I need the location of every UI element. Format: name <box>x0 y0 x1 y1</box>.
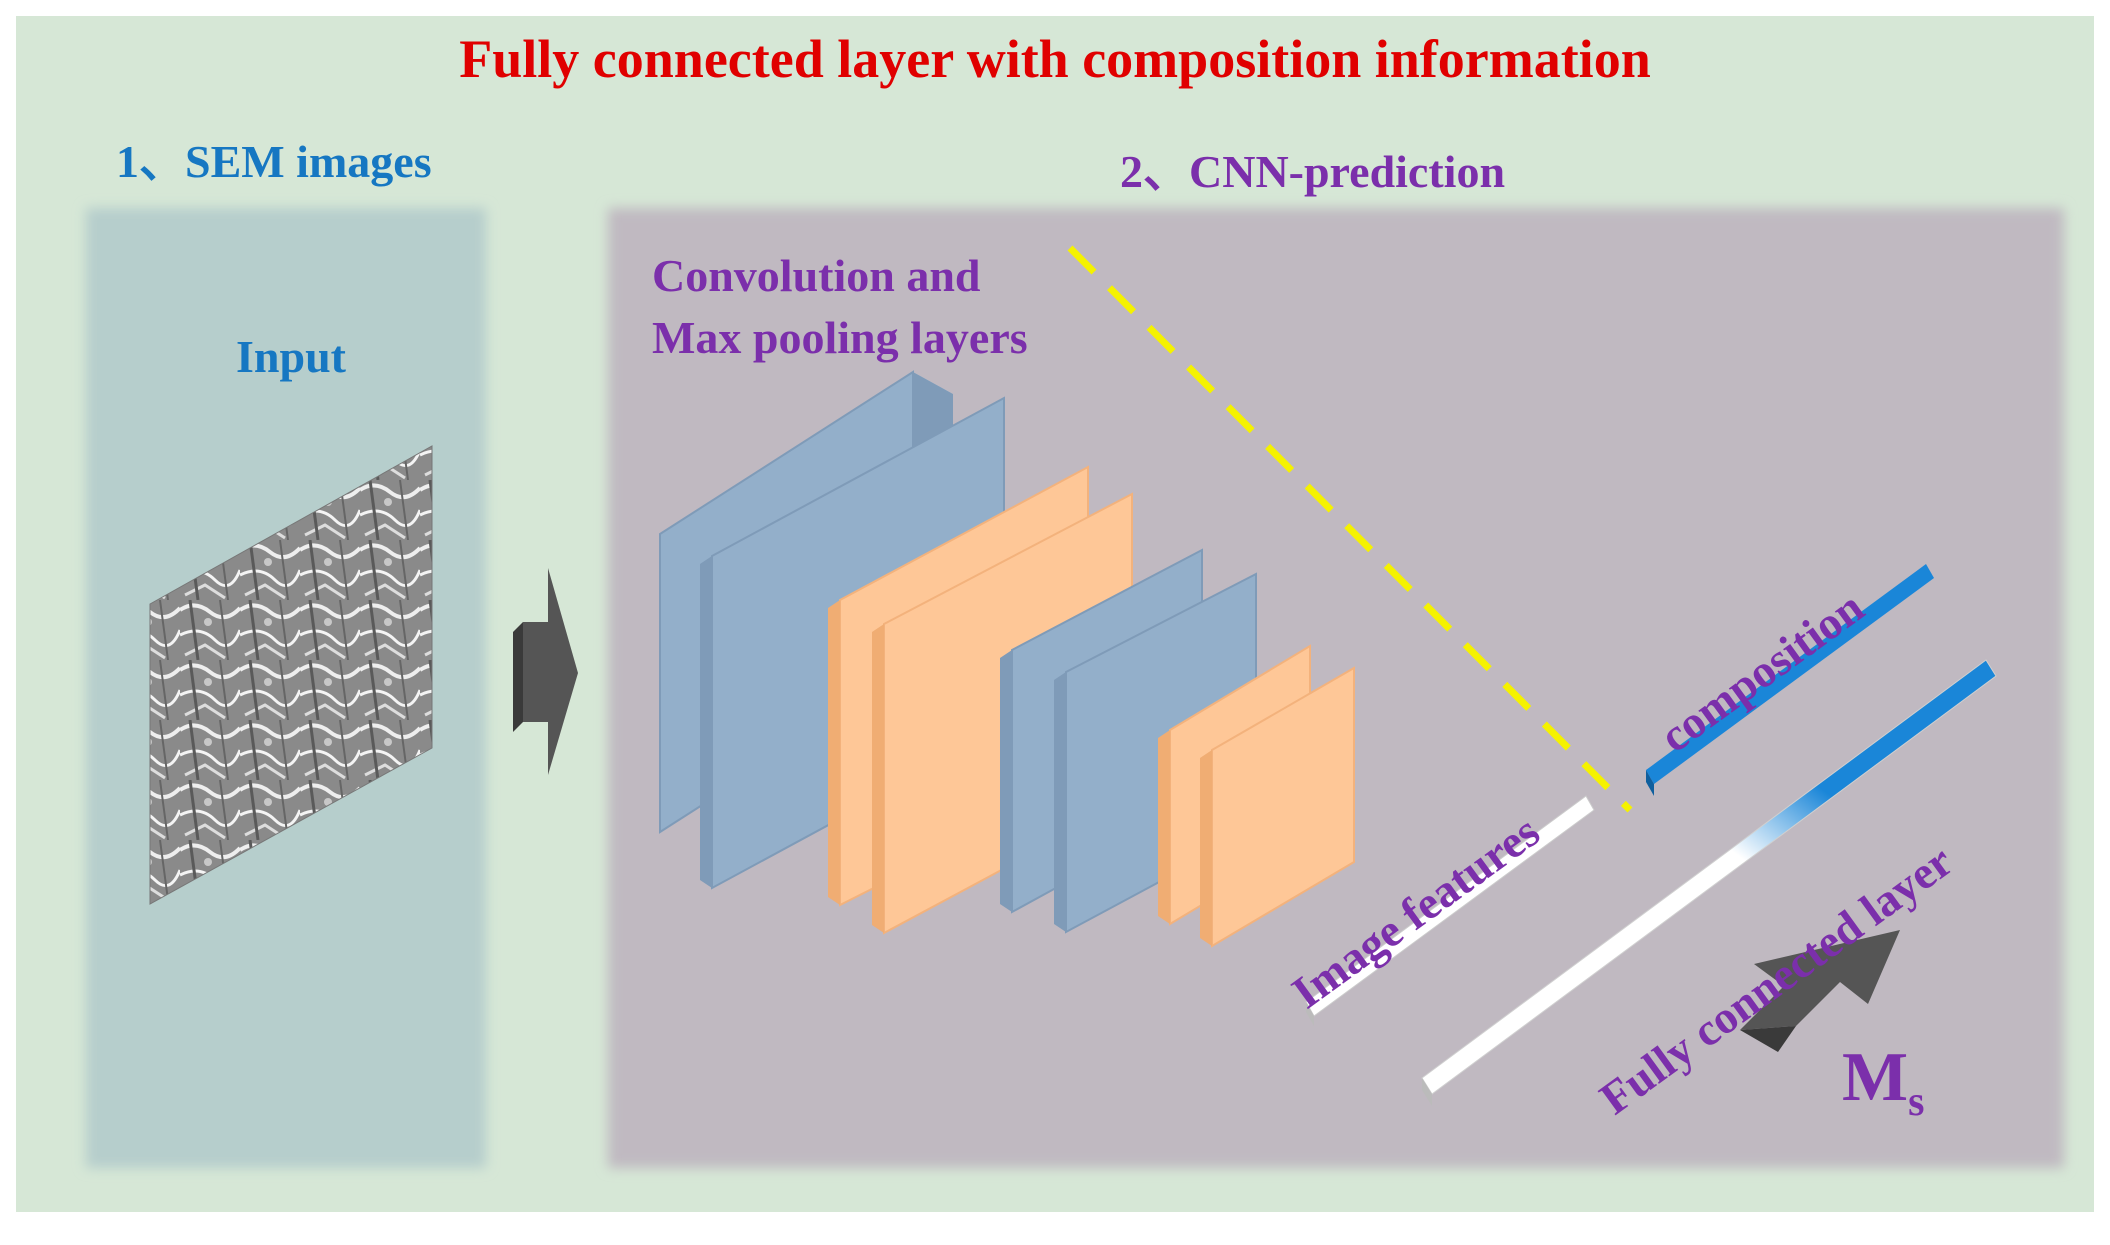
sem-image <box>149 445 433 905</box>
image-features-bar <box>1305 795 1595 1026</box>
output-arrow <box>1740 930 1900 1052</box>
input-label: Input <box>236 331 346 382</box>
pool-layer-4 <box>1200 666 1355 948</box>
main-title: Fully connected layer with composition i… <box>459 29 1651 89</box>
output-ms-label: Ms <box>1842 1038 1924 1126</box>
output-subscript: s <box>1908 1079 1925 1125</box>
output-symbol: M <box>1842 1039 1909 1116</box>
dashed-line <box>1067 245 1633 813</box>
cnn-section-title: 2、CNN-prediction <box>1120 146 1506 197</box>
flow-arrow <box>513 568 578 775</box>
composition-bar <box>1646 564 1934 796</box>
fully-connected-bar <box>1421 659 1997 1106</box>
sem-section-title: 1、SEM images <box>116 136 432 187</box>
conv-label-line2: Max pooling layers <box>652 312 1028 363</box>
conv-label-line1: Convolution and <box>652 250 981 301</box>
conv-pool-label: Convolution and Max pooling layers <box>652 245 1028 369</box>
